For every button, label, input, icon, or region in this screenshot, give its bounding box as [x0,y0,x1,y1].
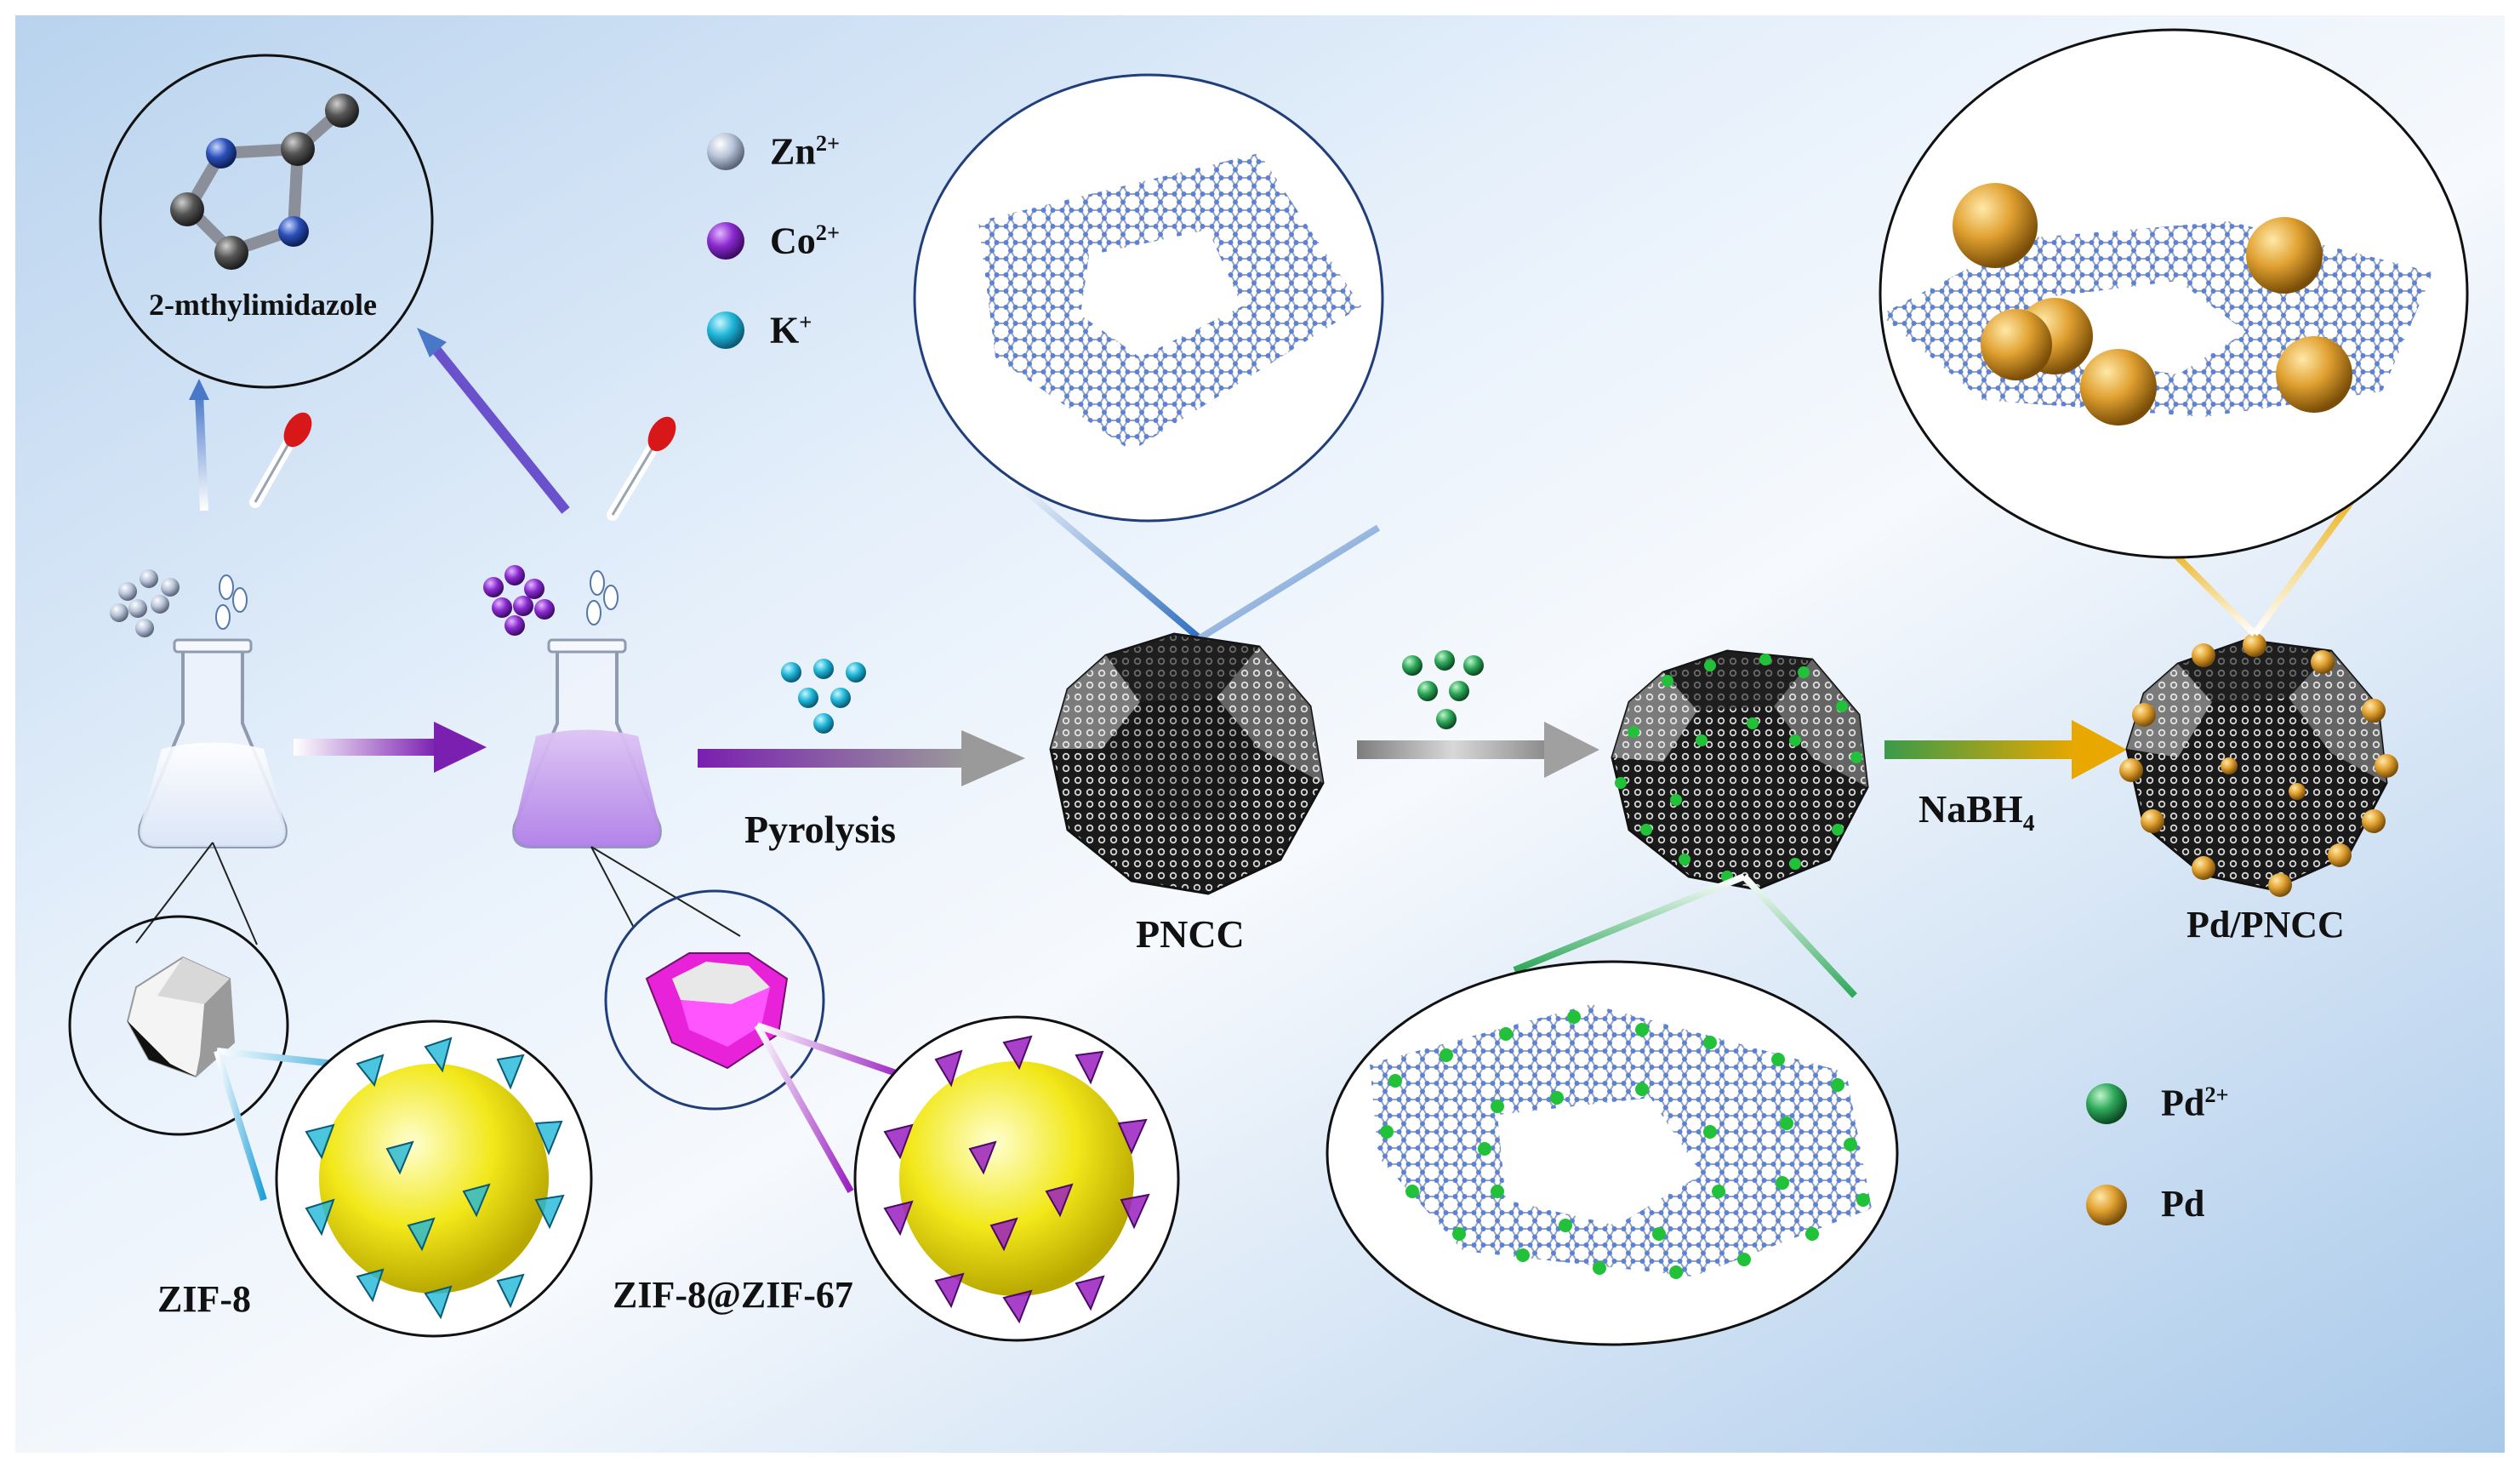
legend-pd-label: Pd [2161,1183,2205,1225]
droplets [215,574,248,630]
droplets [586,570,619,625]
zif8-crystal-callout [68,842,593,1338]
tetrahedra [883,1035,1150,1324]
polyhedron-icon [645,952,789,1070]
graphene-sheet-icon [1370,1004,1872,1277]
arrow-icon [294,722,487,773]
k-ion-icon [707,311,744,349]
flask-icon [110,412,312,848]
sphere-icon [319,1064,549,1294]
pd2-particles [1402,650,1484,729]
legend-pd2-label: Pd2+ [2161,1082,2229,1124]
pd2-dots [1615,654,1862,883]
pd-polyhedron [2119,633,2398,897]
pd-zoom-callout [1879,28,2469,637]
pd2-ion-icon [2086,1083,2127,1124]
pd-atom-icon [2086,1185,2127,1225]
zif67-crystal-callout [590,846,1180,1342]
label-pncc: PNCC [1136,912,1245,956]
arrow-icon [1357,650,1599,778]
tetrahedra [305,1037,565,1320]
pncc-zoom-callout [913,73,1384,642]
label-zif8-zif67: ZIF-8@ZIF-67 [613,1274,853,1316]
polyhedron-icon [126,956,236,1078]
pd2-polyhedron [1611,649,1869,891]
pd2-zoom-callout [1326,873,1899,1346]
arrow-icon [698,659,1025,786]
pd-dots [2119,633,2398,897]
zn-particles [110,569,180,637]
legend-bottom [2086,1083,2127,1225]
legend-co-label: Co2+ [770,220,841,262]
molecule-callout [99,54,434,389]
co-particles [483,565,555,636]
co-ion-icon [707,222,744,260]
legend-k-label: K+ [770,309,812,351]
pncc-polyhedron [1049,632,1325,895]
label-pyrolysis: Pyrolysis [744,808,897,851]
arrow-icon [189,328,570,514]
flask-icon [483,416,676,848]
arrow-icon [1884,720,2127,780]
dropper-icon [607,416,676,521]
sphere-icon [899,1061,1134,1296]
pd2-dots [1380,1010,1870,1279]
legend-zn-label: Zn2+ [770,130,841,173]
zn-ion-icon [707,133,744,170]
legend-top [707,133,744,349]
label-2-methylimidazole: 2-mthylimidazole [149,288,377,322]
pd-nanoparticles [1953,183,2352,426]
label-nabh4: NaBH4 [1919,787,2035,837]
dropper-icon [249,412,312,508]
k-particles [781,659,866,734]
graphene-sheet-icon [978,153,1361,451]
label-pd-pncc: Pd/PNCC [2186,904,2345,945]
label-zif8: ZIF-8 [157,1278,251,1320]
